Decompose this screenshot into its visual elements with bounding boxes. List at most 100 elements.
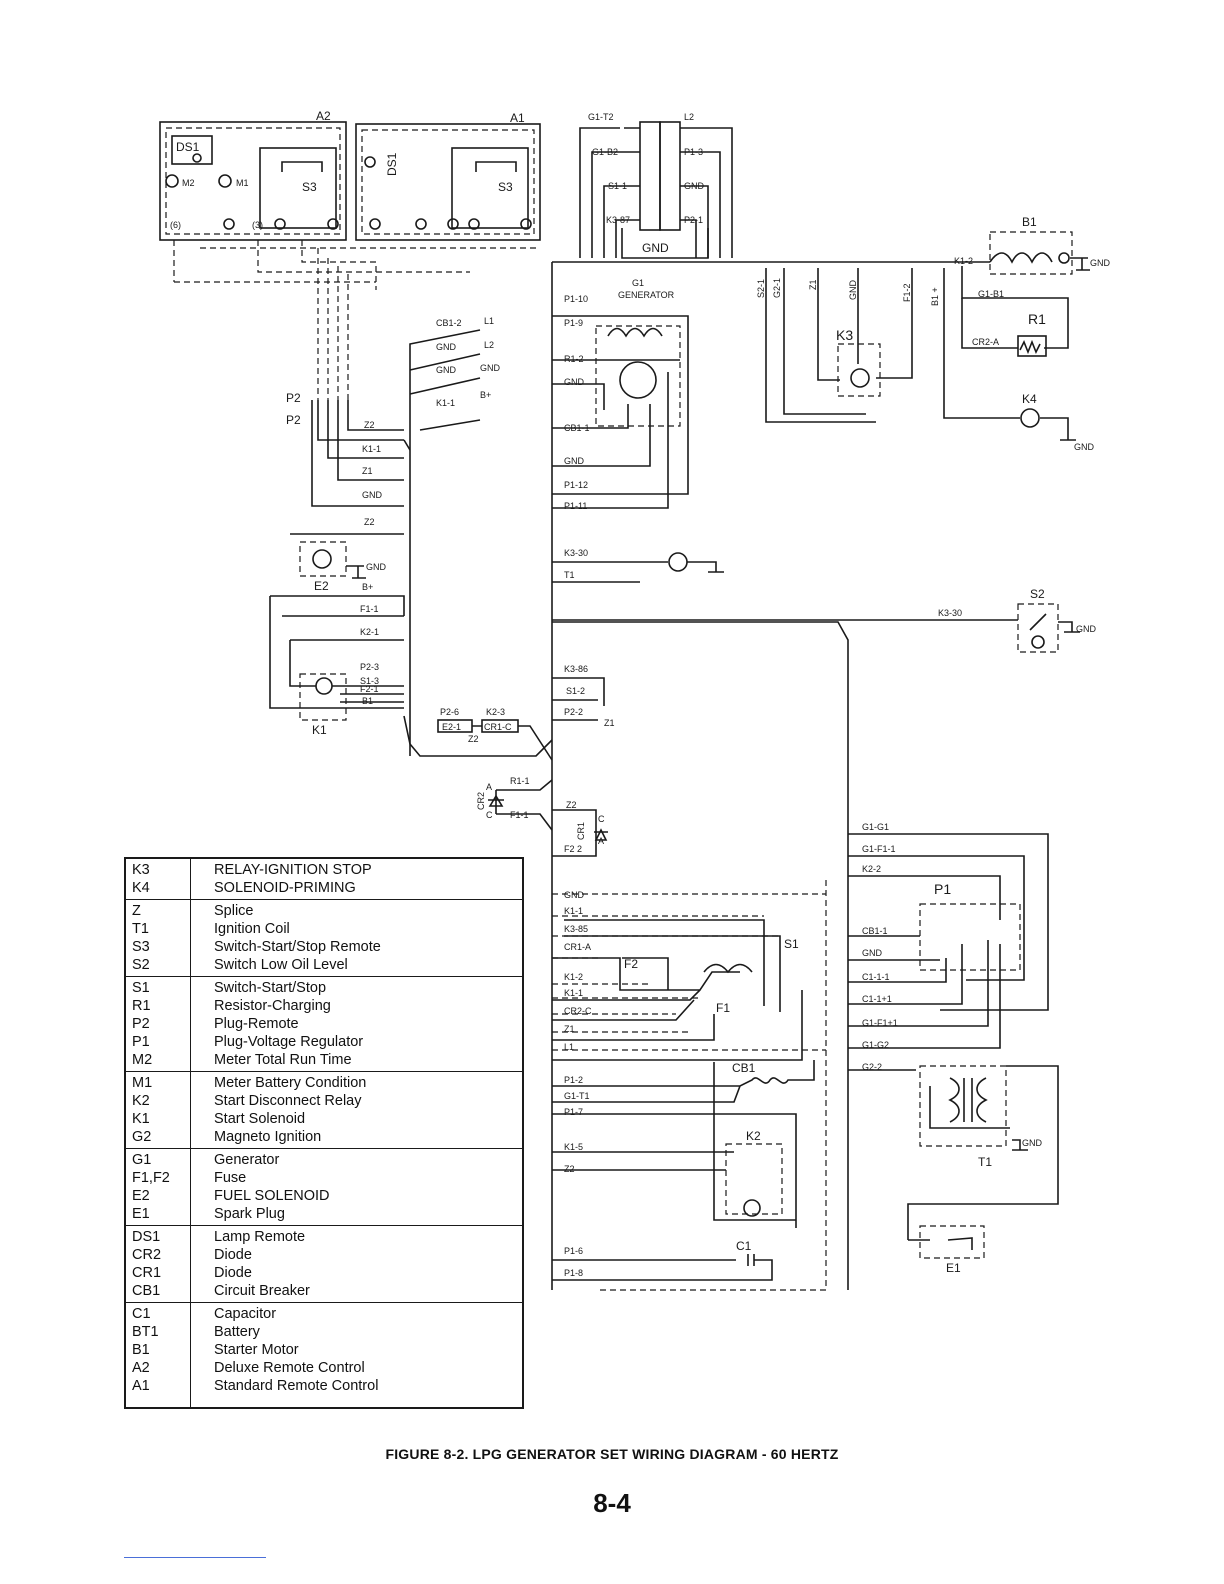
label-cr2-c: CR2-C [564, 1006, 592, 1016]
a1-label: A1 [510, 111, 525, 125]
k3-label: K3 [836, 327, 853, 343]
label-f2-2: F2 2 [564, 844, 582, 854]
label-z2-c: Z2 [468, 734, 479, 744]
label-z1-v: Z1 [808, 279, 818, 290]
legend-code: G1 [132, 1152, 152, 1168]
legend-code: S2 [132, 957, 150, 973]
legend-row: E1 Spark Plug [126, 1205, 522, 1223]
legend-code: K2 [132, 1093, 150, 1109]
label-gnd-block: GND [642, 241, 669, 255]
lower-harness: GND K1-1 K3-85 CR1-A K1-2 K1-1 CR2-C Z1 … [552, 880, 827, 1291]
label-p1-9: P1-9 [564, 318, 583, 328]
t1-label: T1 [978, 1155, 992, 1169]
k4-label: K4 [1022, 392, 1037, 406]
legend-description: Start Solenoid [214, 1111, 306, 1127]
p1-label: P1 [934, 881, 951, 897]
legend-code: E1 [132, 1206, 150, 1222]
cr2-label: CR2 [476, 792, 486, 810]
legend-code: K4 [132, 880, 150, 896]
generator-label: GENERATOR [618, 290, 675, 300]
legend-code: B1 [132, 1342, 150, 1358]
label-k3-30-b: K3-30 [938, 608, 962, 618]
legend-description: Start Disconnect Relay [214, 1093, 362, 1109]
label-p1-7: P1-7 [564, 1107, 583, 1117]
legend-description: Generator [214, 1152, 280, 1168]
splice-z2: P2-6 K2-3 E2-1 CR1-C Z2 [403, 439, 553, 761]
legend-description: Ignition Coil [214, 921, 290, 937]
label-z2-r: Z2 [564, 1164, 575, 1174]
legend-description: Diode [214, 1265, 252, 1281]
legend-code: F1,F2 [132, 1170, 170, 1186]
legend-description: Plug-Voltage Regulator [214, 1034, 364, 1050]
cr2-diode: R1-1 CR2 A C F1-1 [476, 776, 553, 831]
cr1-c-label: C [598, 814, 605, 824]
legend-description: Splice [214, 903, 254, 919]
label-p2-3: P2-3 [360, 662, 379, 672]
m2-label: M2 [182, 178, 195, 188]
label-z1-r: Z1 [564, 1024, 575, 1034]
label-s2-1: S2-1 [756, 279, 766, 298]
label-cb1-2: CB1-2 [436, 318, 462, 328]
label-r1-1: R1-1 [510, 776, 530, 786]
f1-label: F1 [716, 1001, 730, 1015]
label-g1-b2: G1-B2 [592, 147, 618, 157]
legend-description: Meter Total Run Time [214, 1052, 352, 1068]
c1-label: C1 [736, 1239, 752, 1253]
cr2-c-label: C [486, 810, 493, 820]
label-c1-1p1: C1-1+1 [862, 994, 892, 1004]
label-f1-1: F1-1 [360, 604, 379, 614]
label-gnd-t1: GND [1022, 1138, 1043, 1148]
legend-code: E2 [132, 1188, 150, 1204]
ds1-a1-label: DS1 [385, 152, 399, 176]
label-s1-3: S1-3 [360, 676, 379, 686]
legend-description: Spark Plug [214, 1206, 285, 1222]
label-k3-85: K3-85 [564, 924, 588, 934]
label-p1-6: P1-6 [564, 1246, 583, 1256]
label-gnd-a: GND [436, 342, 457, 352]
label-gnd-b1: GND [1090, 258, 1111, 268]
cr1-a-label: A [598, 836, 604, 846]
legend-code: CR1 [132, 1265, 162, 1281]
label-t1-a: T1 [564, 570, 575, 580]
label-gnd-v: GND [848, 280, 858, 301]
e2-fuel-solenoid: E2 GND B+ [299, 541, 387, 593]
b1-label: B1 [1022, 215, 1037, 229]
label-k2-3: K2-3 [486, 707, 505, 717]
legend-code: A2 [132, 1360, 150, 1376]
label-cr1-c: CR1-C [484, 722, 512, 732]
label-p1-12: P1-12 [564, 480, 588, 490]
label-g1-f1-1: G1-F1-1 [862, 844, 896, 854]
p2-label-a: P2 [286, 391, 301, 405]
label-g2-2: G2-2 [862, 1062, 882, 1072]
label-e2-1: E2-1 [442, 722, 461, 732]
label-k1-2-top: K1-2 [954, 256, 973, 266]
label-p2-2: P2-2 [564, 707, 583, 717]
a1-standard-remote: A1 DS1 S3 [355, 111, 541, 241]
legend-description: Magneto Ignition [214, 1129, 322, 1145]
label-l1: L1 [484, 316, 494, 326]
legend-code: G2 [132, 1129, 152, 1145]
legend-description: Switch-Start/Stop Remote [214, 939, 381, 955]
legend-code: R1 [132, 998, 151, 1014]
label-p2-1: P2-1 [684, 215, 703, 225]
label-g1-b1: G1-B1 [978, 289, 1004, 299]
legend-code: C1 [132, 1306, 151, 1322]
svg-text:(3): (3) [252, 220, 263, 230]
legend-description: Switch-Start/Stop [214, 980, 327, 996]
